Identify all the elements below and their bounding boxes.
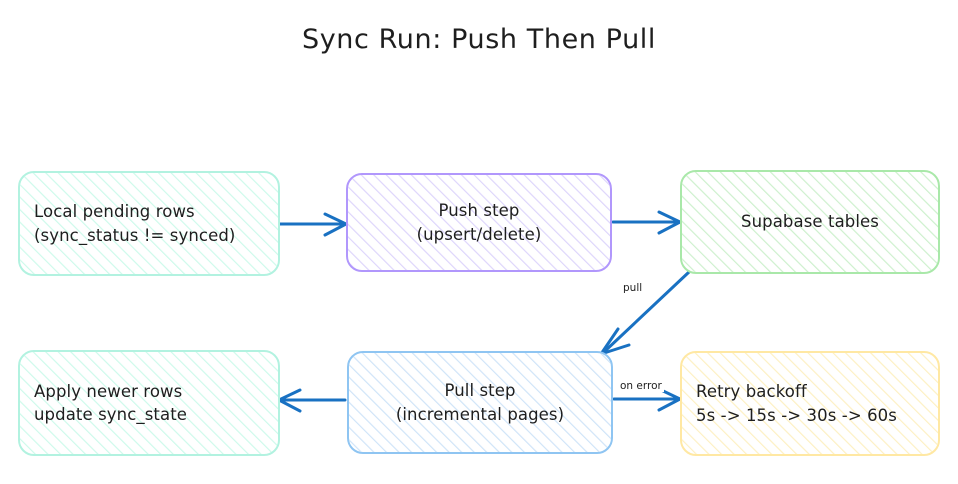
edge-label-on-error: on error [618, 380, 664, 392]
node-retry-backoff[interactable]: Retry backoff 5s -> 15s -> 30s -> 60s [680, 351, 940, 456]
edge-pull-to-apply [277, 388, 347, 413]
node-label: Apply newer rows update sync_state [34, 381, 188, 424]
node-apply-newer-rows[interactable]: Apply newer rows update sync_state [18, 350, 280, 456]
edge-supabase-to-pull [599, 270, 691, 356]
edge-label-pull: pull [621, 282, 645, 294]
node-label: Pull step (incremental pages) [395, 381, 565, 424]
node-label: Push step (upsert/delete) [416, 201, 542, 244]
edge-pull-to-retry [612, 387, 682, 412]
node-local-pending-rows[interactable]: Local pending rows (sync_status != synce… [18, 171, 280, 276]
edge-local-to-push [277, 212, 348, 237]
node-pull-step[interactable]: Pull step (incremental pages) [347, 351, 613, 454]
node-label: Retry backoff 5s -> 15s -> 30s -> 60s [696, 382, 897, 425]
page-title: Sync Run: Push Then Pull [301, 24, 657, 55]
node-supabase-tables[interactable]: Supabase tables [680, 170, 940, 274]
node-label: Local pending rows (sync_status != synce… [34, 202, 236, 245]
edge-push-to-supabase [611, 210, 682, 235]
node-push-step[interactable]: Push step (upsert/delete) [346, 173, 612, 272]
node-label: Supabase tables [741, 212, 879, 232]
